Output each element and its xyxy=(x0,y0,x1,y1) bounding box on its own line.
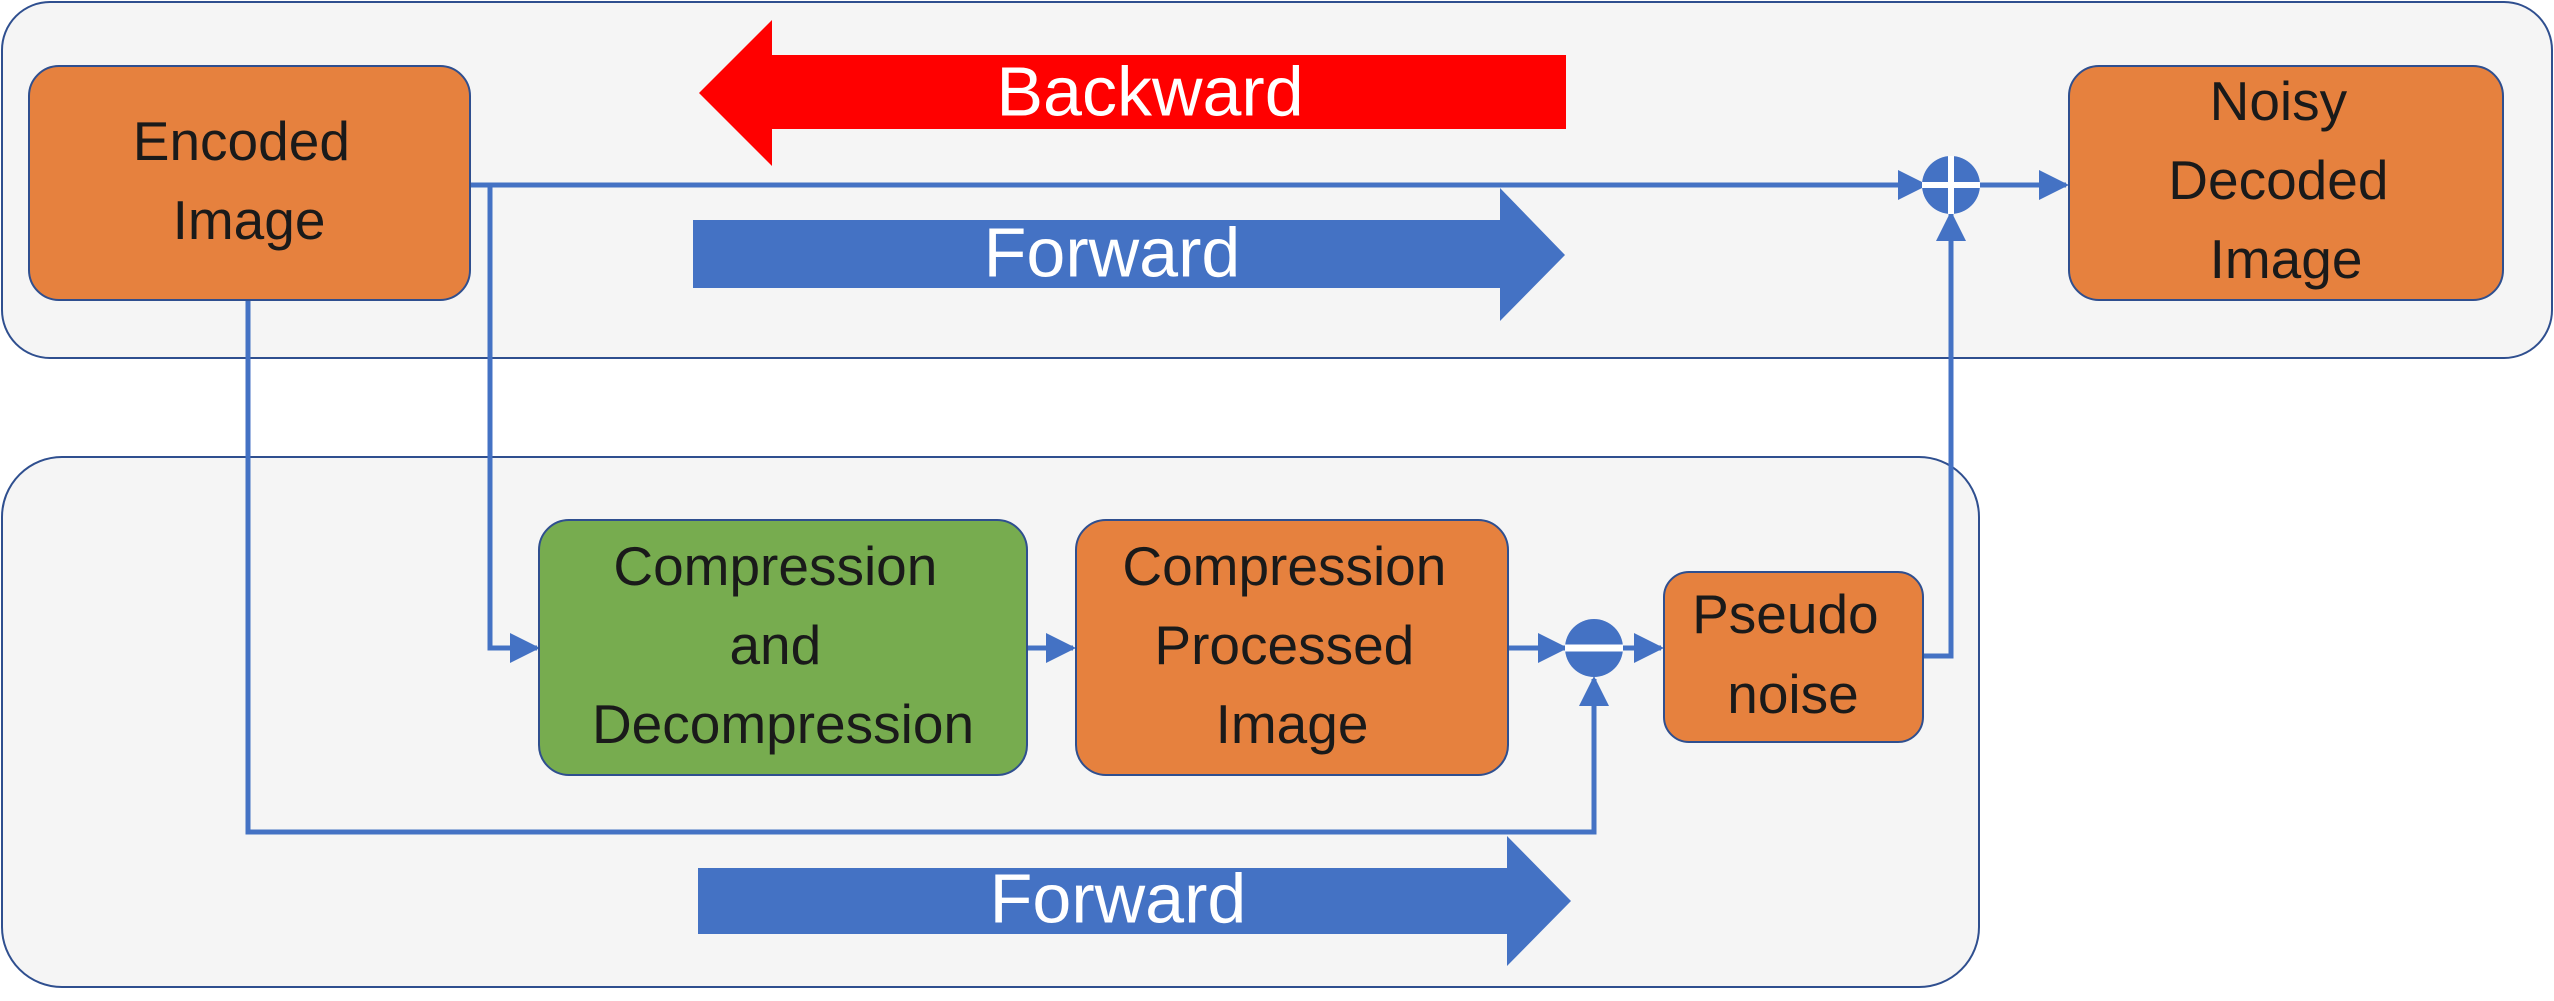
node-compression-line: Compression xyxy=(613,535,937,597)
connector-encoded-to-subtractor xyxy=(245,300,1609,835)
connectors xyxy=(245,170,2069,835)
connector-encoded-to-compression xyxy=(487,185,540,663)
forward-bottom-arrow xyxy=(698,836,1571,966)
node-processed-line: Processed xyxy=(1154,614,1414,676)
node-processed-line: Compression xyxy=(1122,535,1446,597)
node-noisy-line: Image xyxy=(2210,228,2363,290)
forward-top-arrow xyxy=(693,188,1565,321)
node-noisy-decoded-image: Noisy Decoded Image xyxy=(2068,65,2504,301)
node-encoded-image-line: Image xyxy=(173,189,326,251)
node-processed-line: Image xyxy=(1216,693,1369,755)
backward-arrow xyxy=(699,20,1566,166)
backward-arrow-label: Backward xyxy=(996,52,1303,130)
svg-text:Encoded Image: Encoded Image xyxy=(133,110,365,251)
node-pseudo-noise: Pseudo noise xyxy=(1663,571,1924,743)
svg-text:Noisy Decoded Imag: Noisy Decoded Image xyxy=(2168,70,2403,290)
svg-text:Compression Processed: Compression Processed Image xyxy=(1122,535,1461,755)
node-encoded-image-line: Encoded xyxy=(133,110,350,172)
top-panel xyxy=(1,1,2553,359)
svg-text:Pseudo noise: Pseudo noise xyxy=(1692,583,1894,725)
forward-bottom-arrow-label: Forward xyxy=(990,859,1247,937)
node-compression-line: and xyxy=(729,614,821,676)
forward-top-arrow-label: Forward xyxy=(984,213,1241,291)
node-pseudo-line: noise xyxy=(1727,663,1858,725)
node-noisy-line: Decoded xyxy=(2168,149,2388,211)
node-compression-line: Decompression xyxy=(592,693,974,755)
node-compression-processed-image: Compression Processed Image xyxy=(1075,519,1509,776)
plus-icon xyxy=(1922,156,1980,214)
node-encoded-image: Encoded Image xyxy=(28,65,471,301)
node-noisy-line: Noisy xyxy=(2210,70,2348,132)
node-pseudo-line: Pseudo xyxy=(1692,583,1879,645)
svg-text:Compression and De: Compression and Decompression xyxy=(592,535,974,755)
connector-pseudo-to-adder xyxy=(1923,211,1966,659)
minus-icon xyxy=(1565,619,1623,677)
node-compression-decompression: Compression and Decompression xyxy=(538,519,1028,776)
